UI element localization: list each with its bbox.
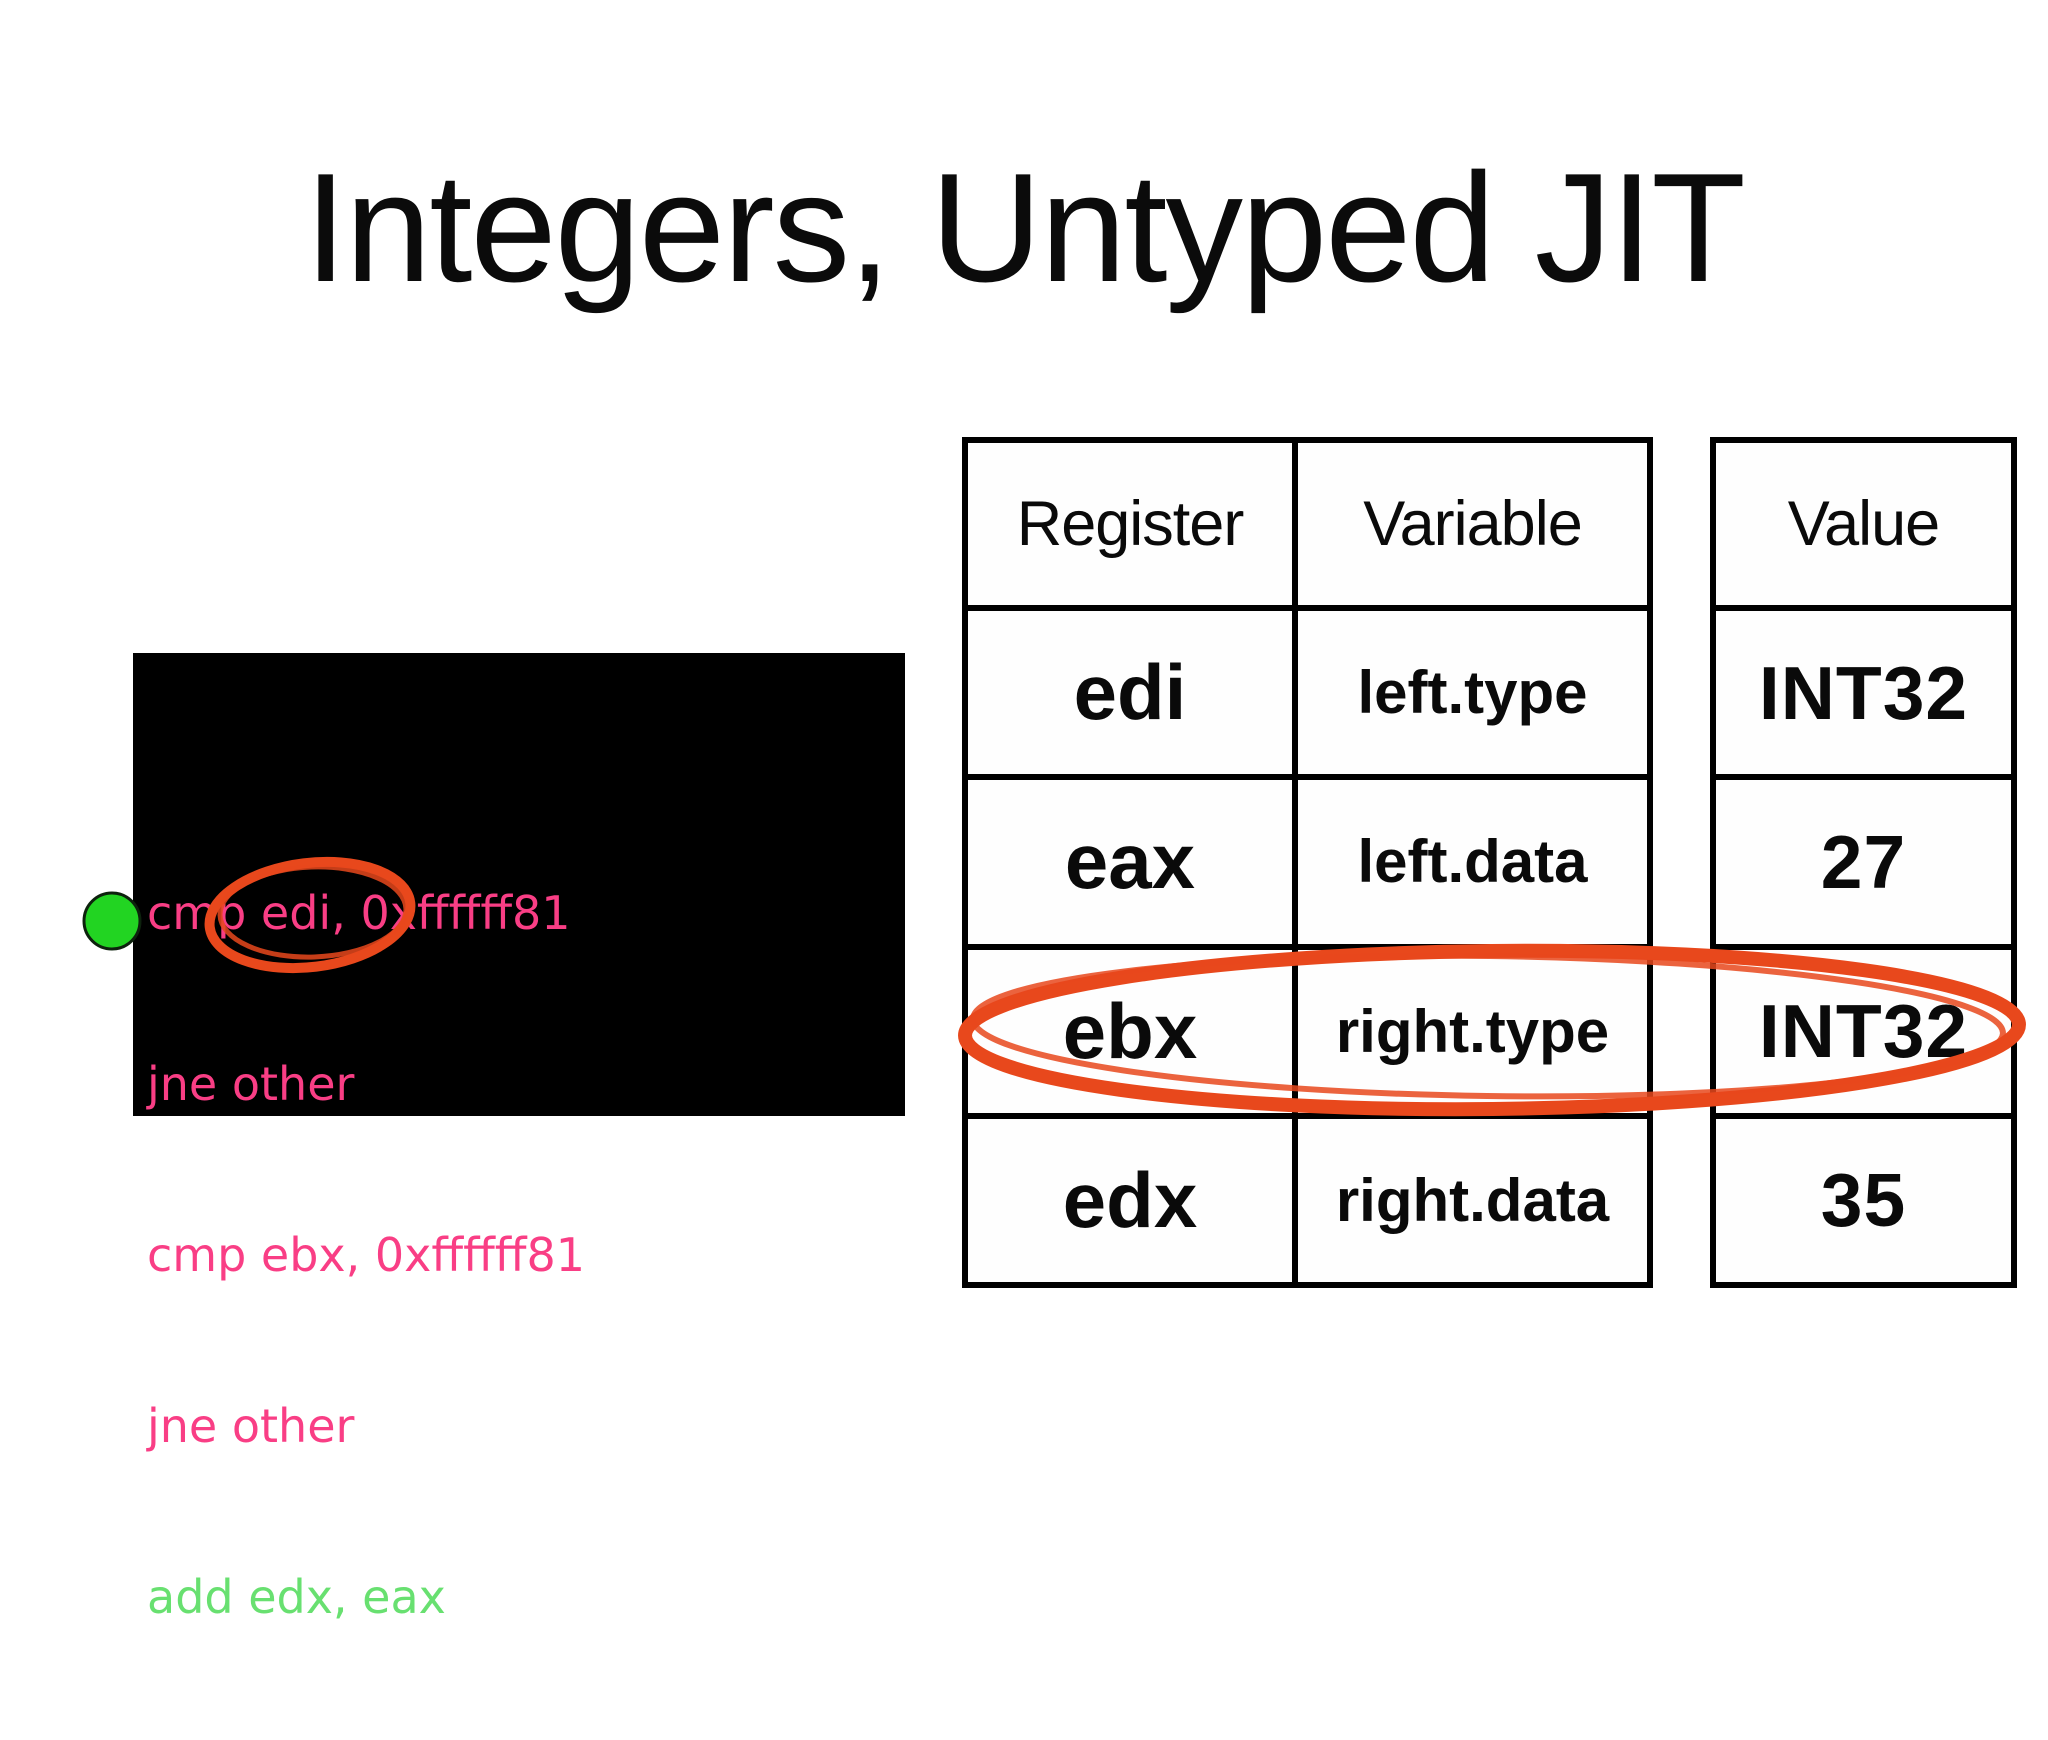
code-line: jne other bbox=[147, 1399, 355, 1453]
table-cell-variable: right.data bbox=[1292, 1112, 1647, 1282]
slide-title: Integers, Untyped JIT bbox=[304, 141, 1746, 314]
value-table: Value INT32 27 INT32 35 bbox=[1710, 437, 2017, 1288]
table-cell-value: 27 bbox=[1716, 774, 2011, 943]
code-line: cmp edi, 0xffffff81 bbox=[147, 886, 571, 940]
green-dot-marker bbox=[82, 891, 142, 951]
table-cell-register: edx bbox=[968, 1112, 1292, 1282]
column-header-variable: Variable bbox=[1292, 443, 1647, 605]
table-cell-value: INT32 bbox=[1716, 943, 2011, 1113]
table-cell-register: edi bbox=[968, 605, 1292, 774]
table-cell-register: eax bbox=[968, 774, 1292, 943]
table-cell-register: ebx bbox=[968, 943, 1292, 1113]
slide: Integers, Untyped JIT cmp edi, 0xffffff8… bbox=[82, 141, 2026, 1624]
column-header-value: Value bbox=[1787, 489, 1940, 559]
code-block: cmp edi, 0xffffff81 jne other cmp ebx, 0… bbox=[133, 653, 905, 1624]
column-header-register: Register bbox=[1016, 489, 1245, 559]
register-variable-table: Register Variable edi left.type eax left… bbox=[962, 437, 1653, 1288]
code-line: add edx, eax bbox=[147, 1570, 446, 1624]
table-cell-variable: left.type bbox=[1292, 605, 1647, 775]
table-cell-value: INT32 bbox=[1716, 605, 2011, 774]
code-line: cmp ebx, 0xffffff81 bbox=[147, 1228, 585, 1282]
code-line: jne other bbox=[147, 1057, 355, 1111]
table-cell-value: 35 bbox=[1716, 1112, 2011, 1282]
table-cell-variable: right.type bbox=[1292, 943, 1647, 1113]
table-cell-variable: left.data bbox=[1292, 774, 1647, 944]
code-lines: cmp edi, 0xffffff81 jne other cmp ebx, 0… bbox=[147, 771, 585, 1740]
